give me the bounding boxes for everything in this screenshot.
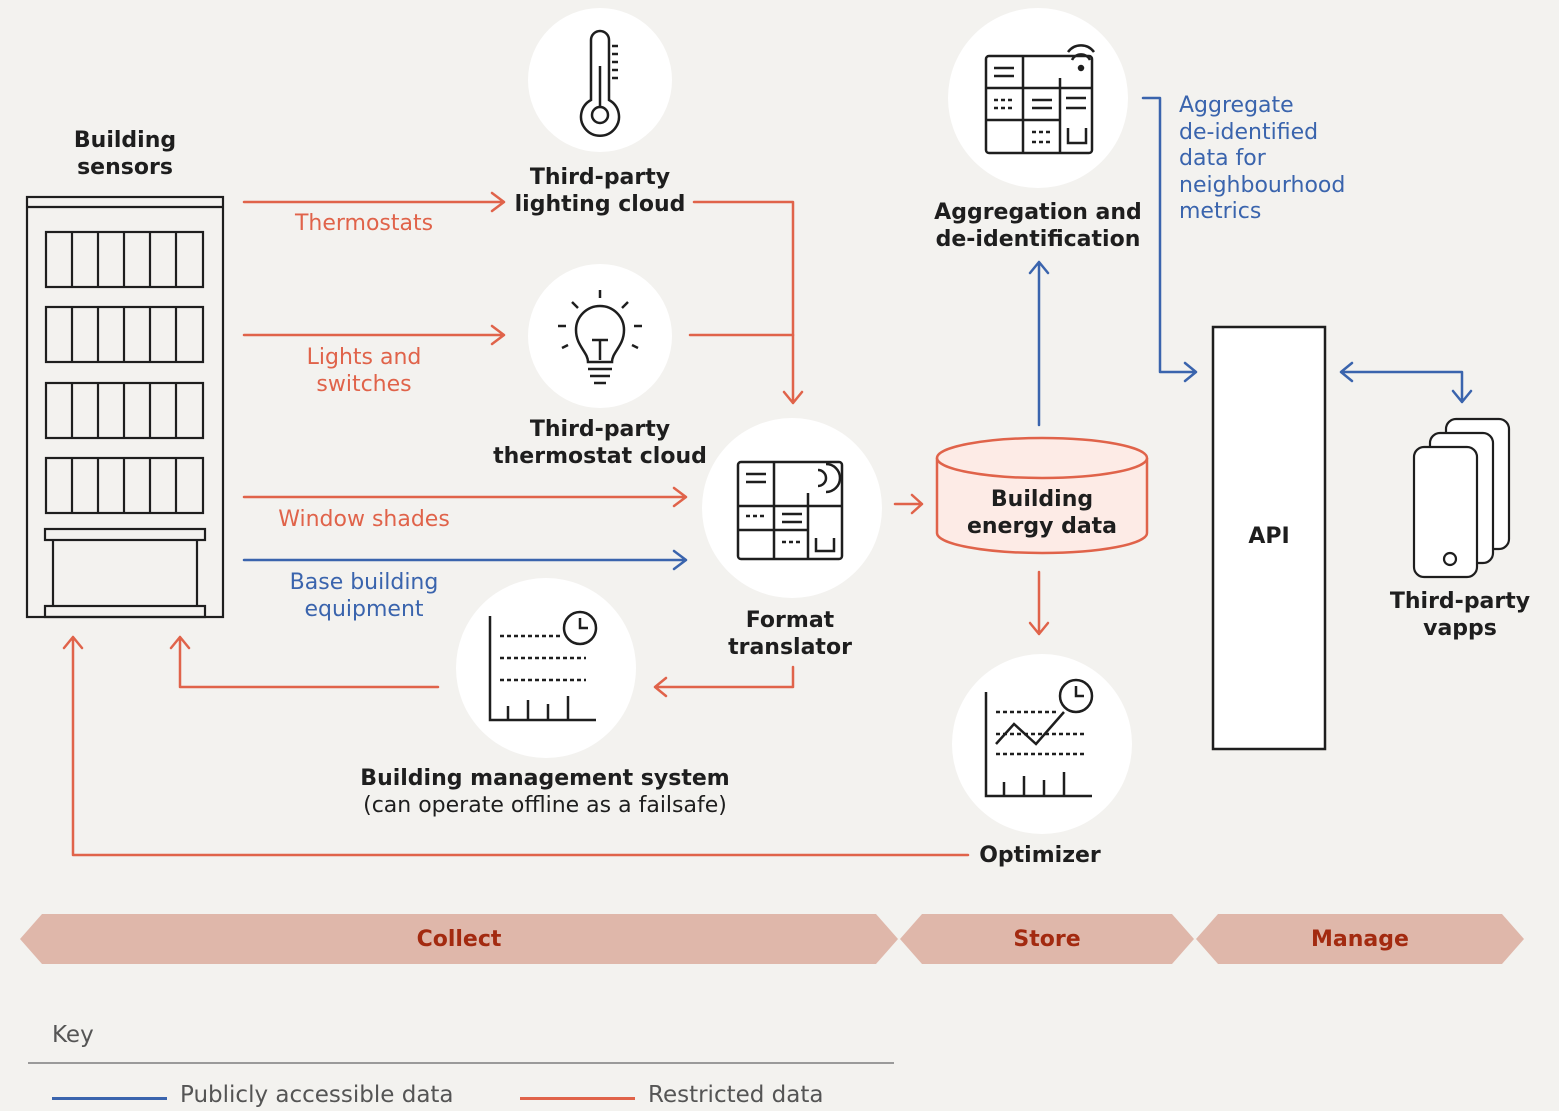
key-public-swatch xyxy=(52,1097,167,1100)
lightbulb-icon xyxy=(528,264,672,408)
database-icon xyxy=(935,436,1149,555)
key-divider xyxy=(28,1062,894,1064)
stage-collect: Collect xyxy=(20,914,898,964)
public-flows xyxy=(242,96,1473,571)
window-shades-label: Window shades xyxy=(278,507,450,532)
optimizer-label: Optimizer xyxy=(979,843,1101,868)
phone-stack-icon xyxy=(1412,417,1511,579)
api-server-icon xyxy=(1211,325,1327,751)
key-restricted-swatch xyxy=(520,1097,635,1100)
building-icon xyxy=(25,195,225,619)
api-label: API xyxy=(1248,524,1290,549)
panel-wireless-icon xyxy=(948,8,1128,188)
thermostats-label: Thermostats xyxy=(294,211,434,236)
panel-wireless-icon xyxy=(702,418,882,598)
stage-store: Store xyxy=(900,914,1194,964)
bms-label: Building management system(can operate o… xyxy=(360,766,730,818)
restricted-flows xyxy=(62,191,1050,857)
chart-clock-icon xyxy=(456,578,636,758)
chart-clock-icon xyxy=(952,654,1132,834)
key-title: Key xyxy=(52,1022,94,1048)
key-restricted-label: Restricted data xyxy=(648,1082,824,1108)
stage-manage: Manage xyxy=(1196,914,1524,964)
thermometer-icon xyxy=(528,8,672,152)
key-public-label: Publicly accessible data xyxy=(180,1082,454,1108)
